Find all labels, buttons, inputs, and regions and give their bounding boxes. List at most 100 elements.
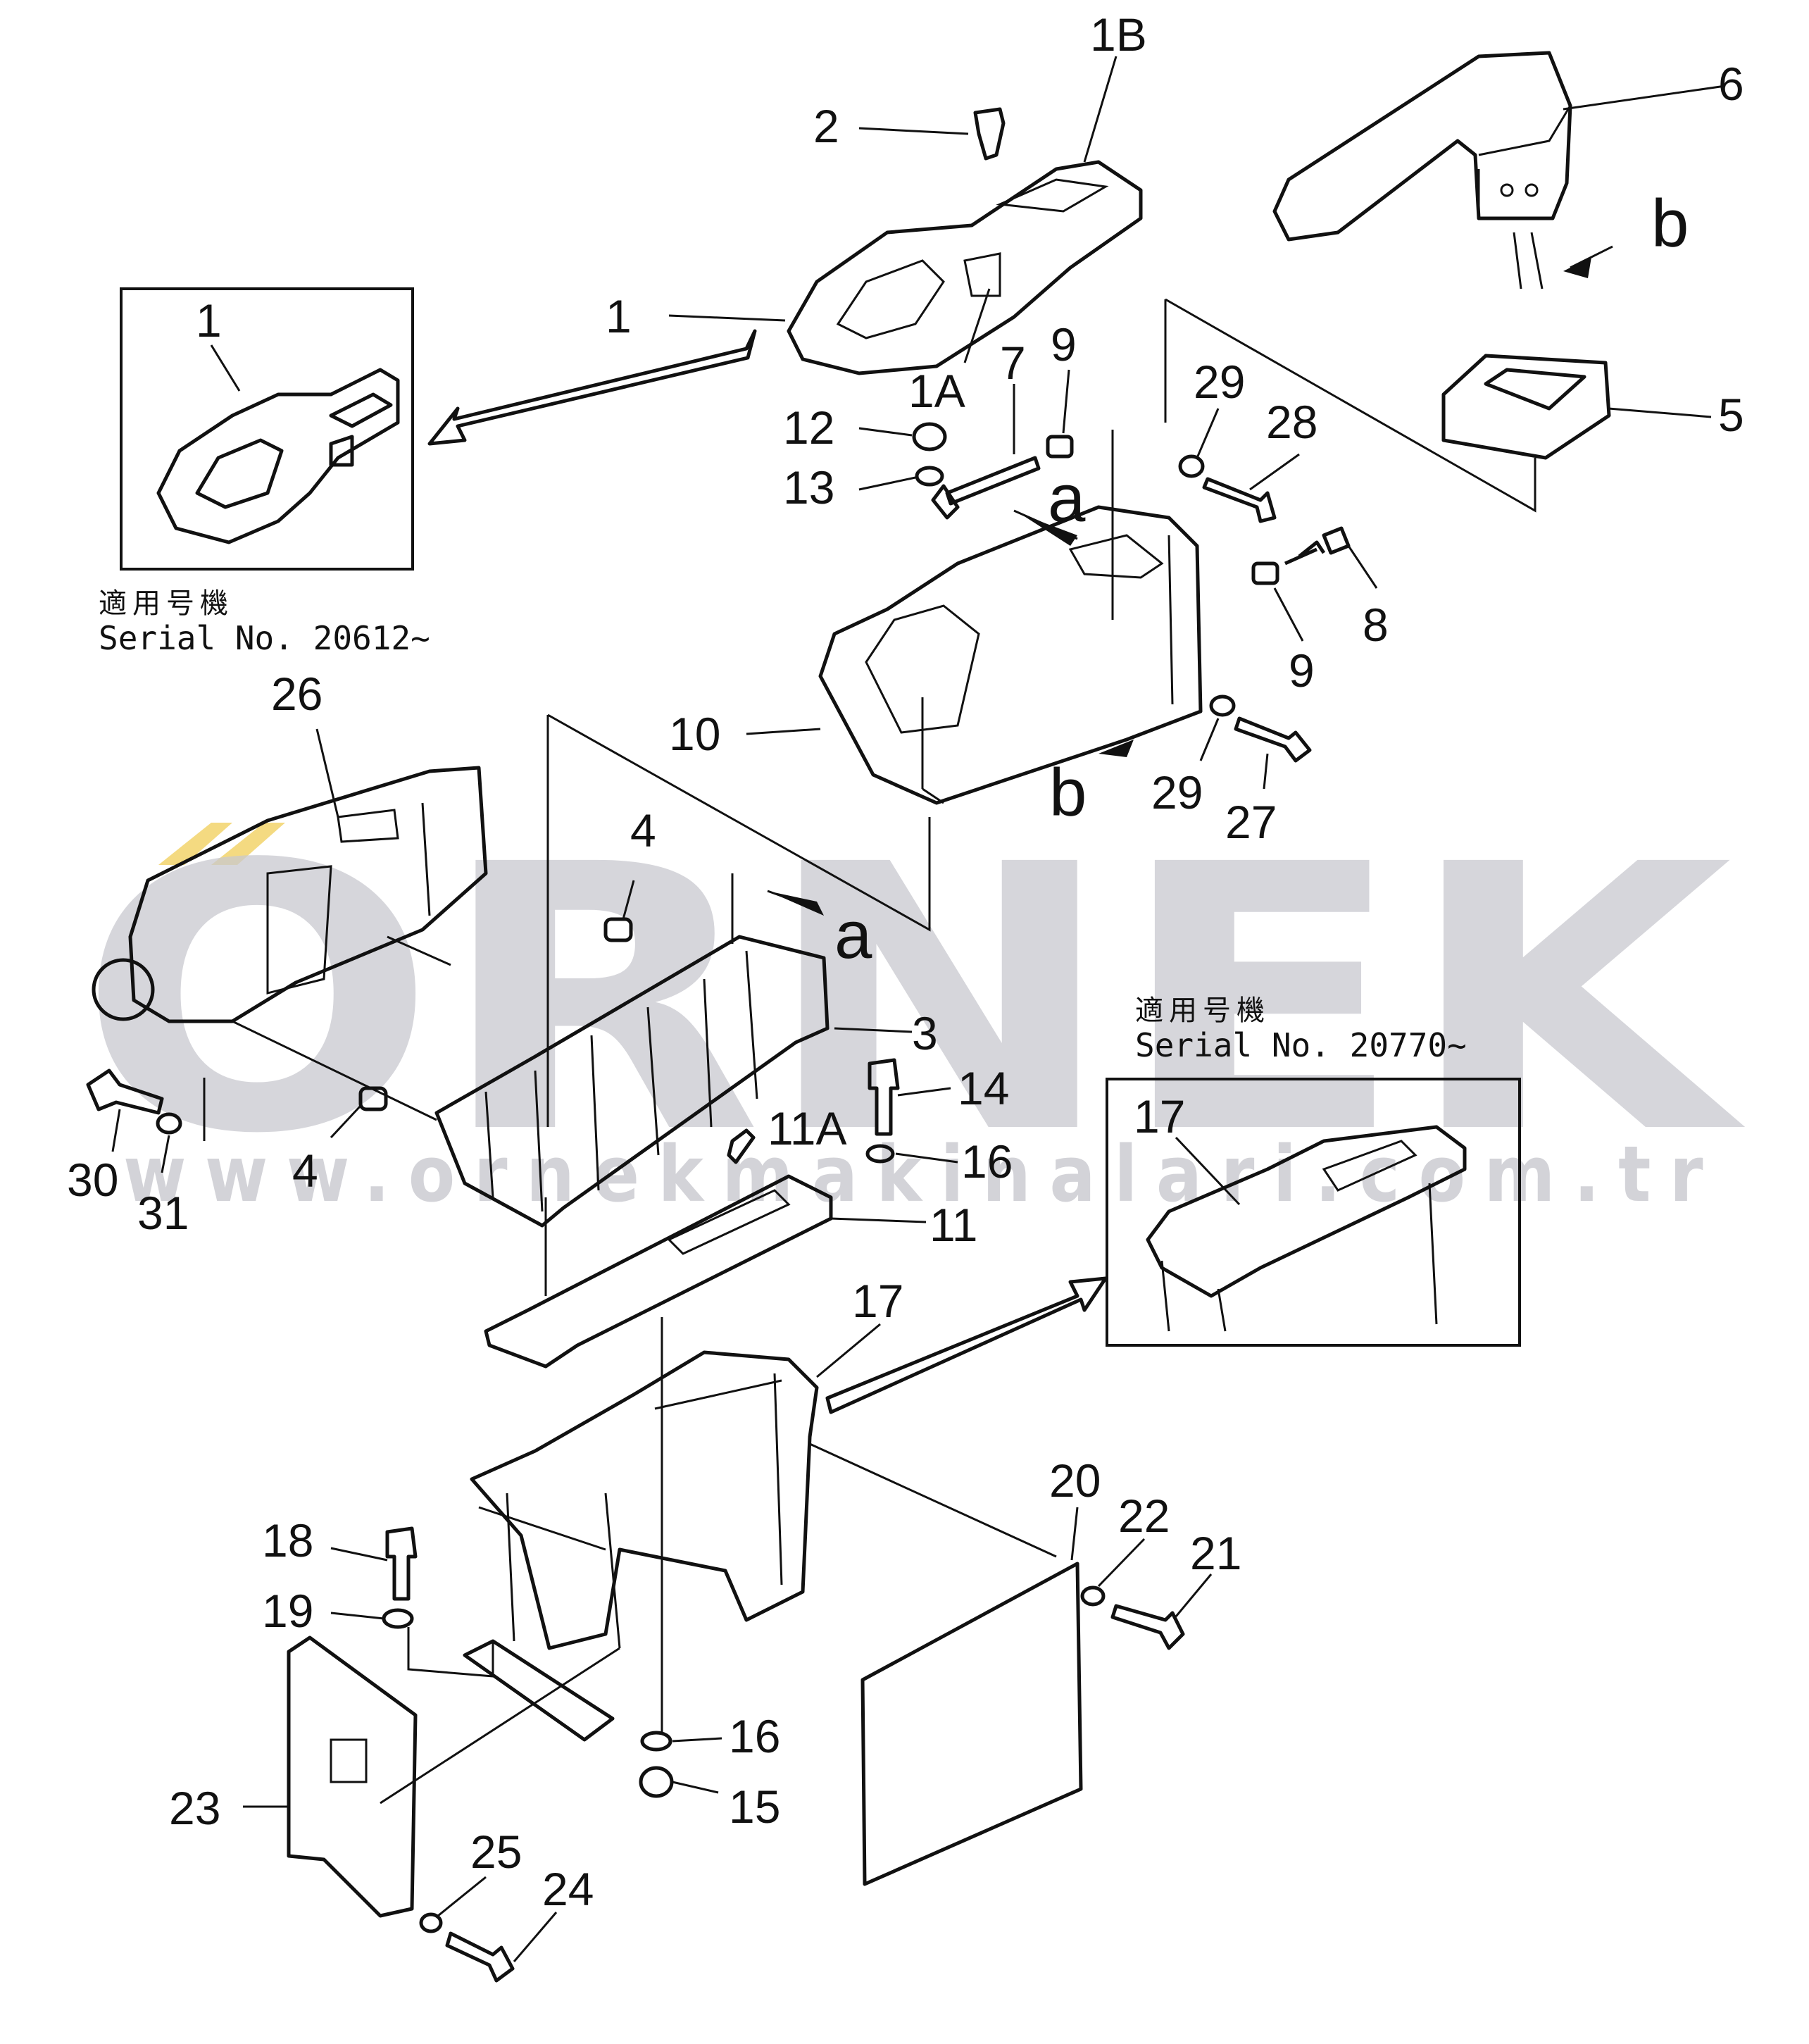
label-21: 21 [1190, 1527, 1241, 1579]
direction-arrows [767, 245, 1613, 916]
label-7: 7 [1000, 337, 1026, 389]
label-20: 20 [1049, 1454, 1101, 1507]
washer-16 [865, 1144, 895, 1164]
inset-part-label: 17 [1134, 1090, 1185, 1142]
bolt-8 [1284, 526, 1351, 566]
arrow-to-inset [427, 329, 757, 446]
watermark: ORNEK www.ornekmakinalari.com.tr [77, 787, 1748, 1219]
leader-line [1175, 1136, 1241, 1206]
part-20-panel [860, 1562, 1083, 1886]
part-5-bracket [1441, 354, 1611, 460]
label-29-lower: 29 [1151, 766, 1203, 818]
label-29-upper: 29 [1194, 356, 1245, 408]
washer-29 [1178, 454, 1205, 478]
part-2-knob [973, 107, 1006, 161]
label-25: 25 [470, 1826, 522, 1878]
inset-serial-number: Serial No. 20770~ [1135, 1026, 1467, 1064]
washer-13 [915, 466, 944, 487]
label-16-lower: 16 [729, 1710, 780, 1762]
label-5: 5 [1718, 389, 1744, 441]
inset-frame [120, 287, 414, 571]
bolt-30 [86, 1068, 164, 1115]
watermark-brand: ORNEK [77, 787, 1748, 1214]
washer-25 [419, 1912, 443, 1933]
part-10-lower-console [818, 430, 1203, 805]
inset-panel-17: 適用号機 Serial No. 20770~ 17 [825, 995, 1521, 1414]
bolt-27 [1234, 716, 1312, 763]
label-15: 15 [729, 1781, 780, 1833]
label-23: 23 [169, 1782, 220, 1834]
inset-serial-jp: 適用号機 [99, 587, 234, 620]
watermark-chevron [158, 823, 232, 865]
label-a-upper: a [1048, 461, 1086, 536]
label-27: 27 [1225, 796, 1277, 848]
inset-frame [1106, 1078, 1521, 1347]
bolt-11a [727, 1128, 756, 1164]
washer-16-lower [640, 1731, 672, 1752]
label-24: 24 [542, 1863, 594, 1915]
inset-panel-1: 1 適用号機 Serial No. 20612~ [99, 287, 757, 657]
label-a-lower: a [834, 897, 872, 973]
part-1-console-cover [787, 160, 1143, 375]
part-26-frame [92, 766, 488, 1023]
label-9-upper: 9 [1051, 318, 1077, 370]
part-1-inset-drawing [156, 368, 400, 544]
arrow-a-lower [768, 891, 824, 916]
bolt-7 [931, 456, 1041, 520]
fasteners [86, 422, 1351, 1983]
label-b-upper: b [1651, 186, 1689, 261]
nut-4-upper [603, 917, 633, 942]
washer-22 [1080, 1585, 1106, 1607]
label-1a: 1A [908, 365, 965, 417]
label-2: 2 [813, 100, 839, 152]
arrow-to-inset [825, 1276, 1108, 1414]
watermark-chevron [211, 823, 285, 865]
label-1b: 1B [1090, 8, 1147, 61]
label-28: 28 [1266, 396, 1317, 448]
label-31: 31 [137, 1187, 189, 1239]
bolt-28 [1202, 477, 1277, 523]
inset-serial-jp: 適用号機 [1135, 995, 1270, 1027]
part-17-stand [463, 1350, 819, 1742]
part-labels: 1B 2 6 b 1 1A 7 9 29 28 5 12 1 3 a 8 9 10… [67, 8, 1744, 1915]
label-17: 17 [852, 1275, 903, 1327]
part-23-cover [287, 1635, 418, 1918]
bolt-18 [385, 1526, 418, 1601]
label-16-upper: 16 [961, 1135, 1013, 1188]
part-17-inset-drawing [1146, 1125, 1467, 1298]
nut-9-lower [1251, 561, 1279, 585]
label-1: 1 [606, 290, 632, 342]
label-10: 10 [669, 708, 720, 760]
inset-serial-number: Serial No. 20612~ [99, 619, 430, 657]
label-8: 8 [1363, 599, 1389, 651]
label-19: 19 [262, 1585, 313, 1637]
construction-lines [203, 298, 1536, 1805]
nut-15 [639, 1766, 674, 1798]
arrow-a-upper [1021, 514, 1077, 546]
label-14: 14 [958, 1062, 1009, 1114]
leader-lines [111, 56, 1726, 1962]
label-12: 12 [783, 401, 834, 454]
washer-31 [156, 1112, 182, 1135]
label-3: 3 [912, 1007, 938, 1059]
label-18: 18 [262, 1514, 313, 1566]
label-9-lower: 9 [1289, 644, 1315, 697]
label-26: 26 [271, 668, 323, 720]
label-11: 11 [929, 1199, 978, 1251]
label-4-lower: 4 [292, 1145, 318, 1197]
bolt-21 [1110, 1604, 1185, 1650]
bolt-24 [445, 1931, 515, 1983]
nut-12 [912, 422, 947, 451]
part-6-handle [1272, 51, 1572, 289]
label-6: 6 [1718, 58, 1744, 110]
label-22: 22 [1118, 1490, 1170, 1542]
bolt-14 [868, 1058, 900, 1136]
part-3-tray [434, 935, 830, 1228]
watermark-url: www.ornekmakinalari.com.tr [123, 1129, 1722, 1219]
leader-line [210, 344, 241, 392]
label-11a: 11A [768, 1102, 847, 1154]
inset-part-label: 1 [196, 294, 222, 347]
nut-9 [1046, 435, 1074, 459]
